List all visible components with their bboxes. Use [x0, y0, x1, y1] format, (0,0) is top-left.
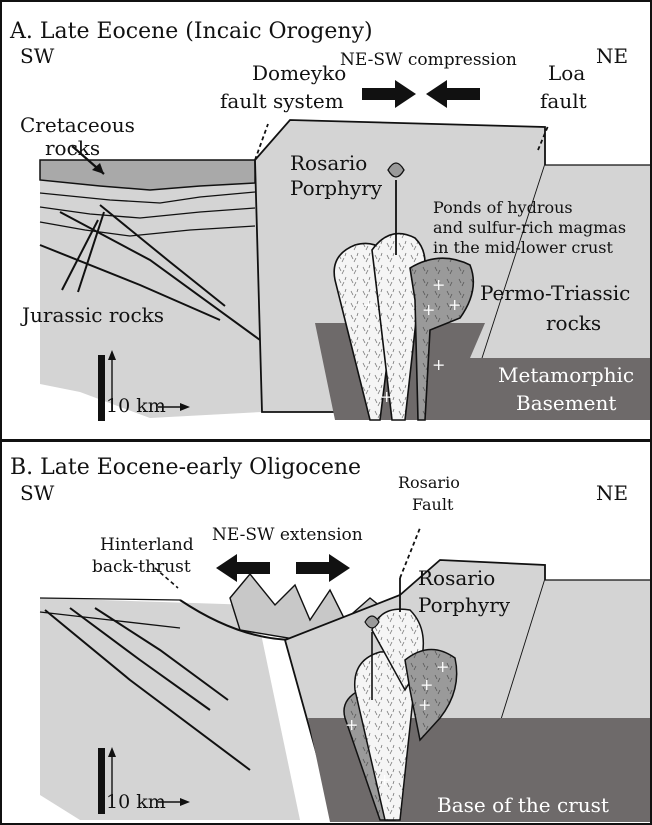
- plus-marker: +: [448, 295, 461, 314]
- panel-a-ne-label: NE: [596, 44, 628, 68]
- panel-b-porphyry-label-2: Porphyry: [418, 593, 511, 617]
- metamorphic-label-1: Metamorphic: [498, 363, 634, 387]
- plus-marker: +: [436, 657, 449, 676]
- loa-label-2: fault: [540, 89, 587, 113]
- permo-label-1: Permo-Triassic: [480, 281, 630, 305]
- cretaceous-label-2: rocks: [45, 136, 100, 160]
- plus-marker: +: [345, 715, 358, 734]
- plus-marker: +: [380, 387, 393, 406]
- metamorphic-label-2: Basement: [516, 391, 616, 415]
- hinterland-label-2: back-thrust: [92, 557, 191, 577]
- plus-marker: +: [420, 675, 433, 694]
- panel-b-title: B. Late Eocene-early Oligocene: [10, 455, 361, 480]
- plus-marker: +: [432, 355, 445, 374]
- rosario-fault-label-2: Fault: [412, 495, 454, 514]
- panel-b-sw-label: SW: [20, 481, 55, 505]
- plus-marker: +: [432, 275, 445, 294]
- panel-b-scale-bar-vertical: [98, 748, 105, 814]
- panel-b-porphyry-label-1: Rosario: [418, 566, 495, 590]
- panel-a-sw-label: SW: [20, 44, 55, 68]
- panel-b-scale-label: 10 km: [106, 791, 166, 813]
- panel-a-title: A. Late Eocene (Incaic Orogeny): [9, 19, 373, 44]
- hinterland-label-1: Hinterland: [100, 535, 194, 555]
- scale-bar-vertical: [98, 355, 105, 421]
- base-of-crust-label: Base of the crust: [437, 793, 609, 817]
- porphyry-label-2: Porphyry: [290, 176, 383, 200]
- plus-marker: +: [362, 295, 375, 314]
- rosario-fault-label-1: Rosario: [398, 473, 460, 492]
- ponds-label-2: and sulfur-rich magmas: [433, 218, 626, 237]
- panel-a-scale-label: 10 km: [106, 395, 166, 417]
- cretaceous-label-1: Cretaceous: [20, 113, 135, 137]
- panel-b: + + + + + B. Late Eocene-early Oligocene…: [1, 441, 651, 824]
- jurassic-label: Jurassic rocks: [20, 303, 164, 327]
- extension-label: NE-SW extension: [212, 525, 363, 545]
- domeyko-label-1: Domeyko: [252, 61, 346, 85]
- plus-marker: +: [378, 770, 391, 789]
- compression-label: NE-SW compression: [340, 50, 517, 70]
- porphyry-label-1: Rosario: [290, 151, 367, 175]
- permo-label-2: rocks: [546, 311, 601, 335]
- panel-a: + + + + + + A. Late Eocene (Incaic Oroge…: [1, 1, 651, 440]
- loa-label-1: Loa: [548, 61, 585, 85]
- ponds-label-3: in the mid-lower crust: [433, 238, 614, 257]
- plus-marker: +: [422, 300, 435, 319]
- plus-marker: +: [418, 695, 431, 714]
- domeyko-label-2: fault system: [220, 89, 344, 113]
- ponds-label-1: Ponds of hydrous: [433, 198, 573, 217]
- panel-b-ne-label: NE: [596, 481, 628, 505]
